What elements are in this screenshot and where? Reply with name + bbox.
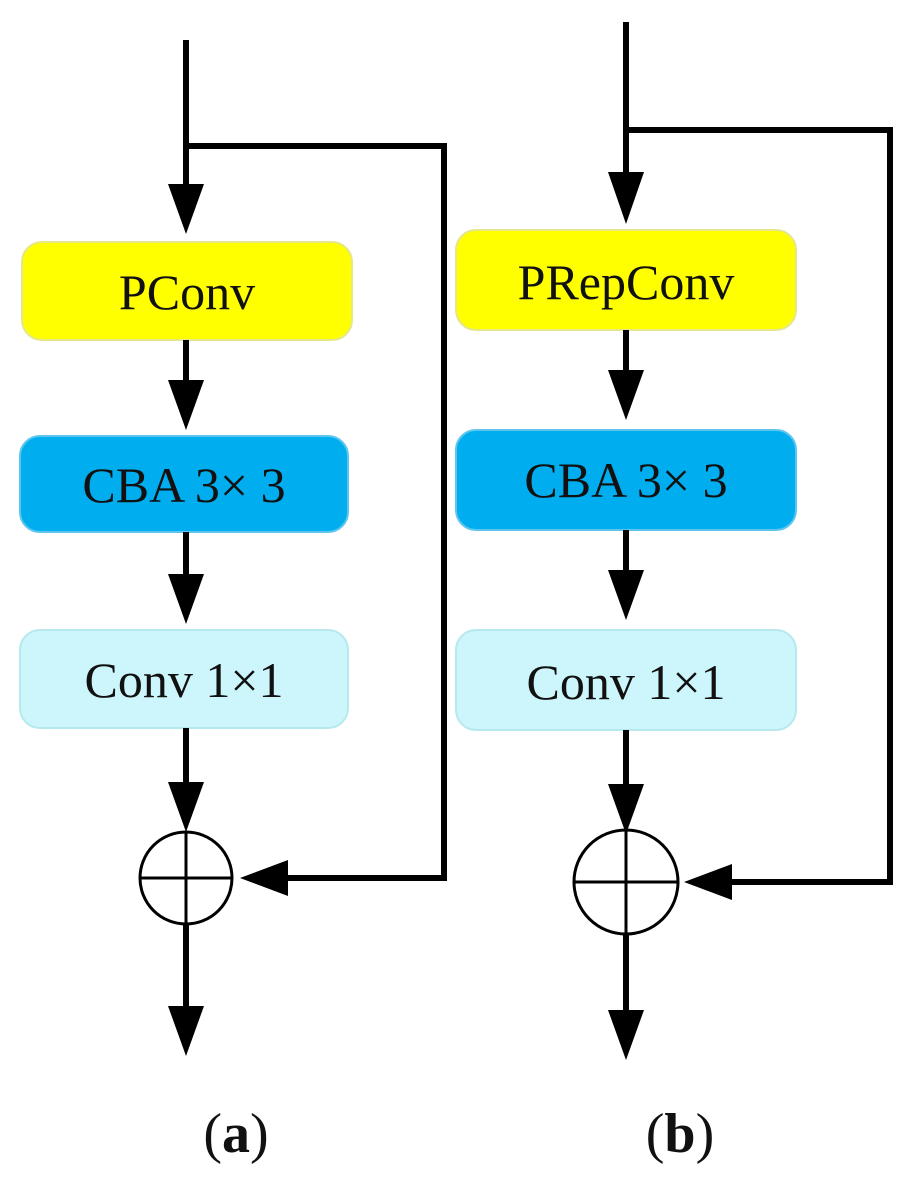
block-conv-1x1-b-label: Conv 1×1 xyxy=(526,654,725,710)
arrow-left-icon xyxy=(684,864,732,900)
circle-plus-icon xyxy=(138,830,234,926)
block-prepconv-label: PRepConv xyxy=(518,254,735,310)
arrow-down-icon xyxy=(168,184,204,234)
circle-plus-icon xyxy=(572,828,680,936)
skip-connection-b xyxy=(626,127,893,885)
arrow-down-icon xyxy=(168,1006,204,1056)
caption-a: (a) xyxy=(203,1103,268,1165)
arrow-down-icon xyxy=(608,370,644,420)
panel-b: PRepConv CBA 3× 3 Conv 1×1 (b) xyxy=(455,22,893,1165)
arrow-down-icon xyxy=(608,172,644,224)
arrow-down-icon xyxy=(608,784,644,834)
arrow-left-icon xyxy=(240,860,288,896)
block-cba-3x3-b-label: CBA 3× 3 xyxy=(524,452,727,508)
skip-connection-a xyxy=(186,143,447,881)
panel-a: PConv CBA 3× 3 Conv 1×1 (a) xyxy=(19,40,447,1165)
block-pconv-label: PConv xyxy=(119,264,255,320)
arrow-down-icon xyxy=(168,380,204,430)
arrow-down-icon xyxy=(608,1010,644,1060)
block-conv-1x1-a-label: Conv 1×1 xyxy=(84,652,283,708)
caption-b: (b) xyxy=(646,1103,714,1165)
block-cba-3x3-a-label: CBA 3× 3 xyxy=(82,457,285,513)
arrow-down-icon xyxy=(608,570,644,620)
arrow-down-icon xyxy=(168,574,204,624)
arrow-down-icon xyxy=(168,782,204,832)
